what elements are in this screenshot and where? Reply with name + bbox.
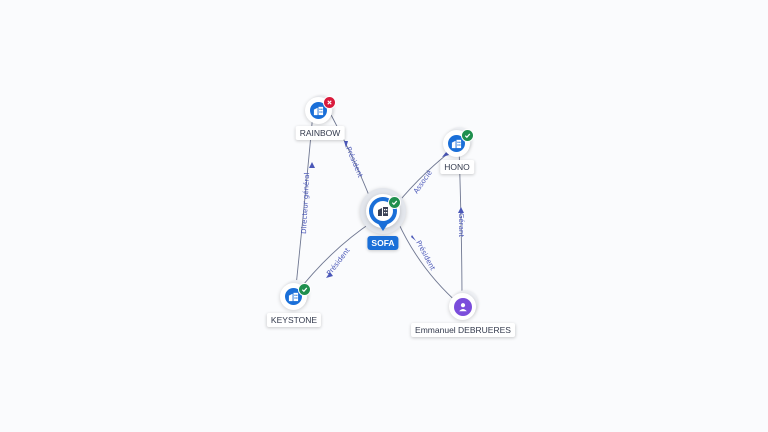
building-icon xyxy=(451,139,462,149)
node-hono-disc xyxy=(448,135,465,152)
edge-label-sofa-keystone: Président xyxy=(325,246,352,277)
check-icon xyxy=(388,196,401,209)
building-icon xyxy=(313,106,324,116)
building-icon xyxy=(378,207,388,216)
edge-label-debrueres-sofa: Président xyxy=(414,239,437,272)
edge-label-rainbow-keystone: Directeur général xyxy=(300,172,311,234)
node-debrueres-label: Emmanuel DEBRUERES xyxy=(411,323,515,337)
node-sofa-label: SOFA xyxy=(367,236,399,250)
node-hono-label: HONO xyxy=(440,160,474,174)
edge-rainbow-keystone-arrow xyxy=(309,162,315,168)
check-icon xyxy=(298,283,311,296)
node-keystone-label: KEYSTONE xyxy=(266,313,322,327)
edge-label-sofa-hono: Associé xyxy=(412,169,434,195)
node-keystone-disc xyxy=(285,288,302,305)
edge-sofa-keystone-arrow xyxy=(326,272,333,278)
node-debrueres-disc xyxy=(454,298,472,316)
node-rainbow-disc xyxy=(310,102,327,119)
person-icon xyxy=(459,303,467,312)
building-icon xyxy=(288,292,299,302)
node-sofa-pin-tip xyxy=(377,222,389,231)
node-sofa-inner xyxy=(373,201,393,221)
edge-sofa-rainbow-arrow xyxy=(344,141,348,148)
check-icon xyxy=(461,129,474,142)
edge-label-sofa-rainbow: Président xyxy=(344,146,364,179)
edge-debrueres-hono-arrow xyxy=(458,207,464,213)
node-rainbow-label: RAINBOW xyxy=(295,126,345,140)
edge-debrueres-sofa-arrow xyxy=(411,235,416,241)
close-icon xyxy=(323,96,336,109)
edge-label-debrueres-hono: Gérant xyxy=(457,213,465,237)
edge-sofa-rainbow[interactable] xyxy=(328,110,371,199)
